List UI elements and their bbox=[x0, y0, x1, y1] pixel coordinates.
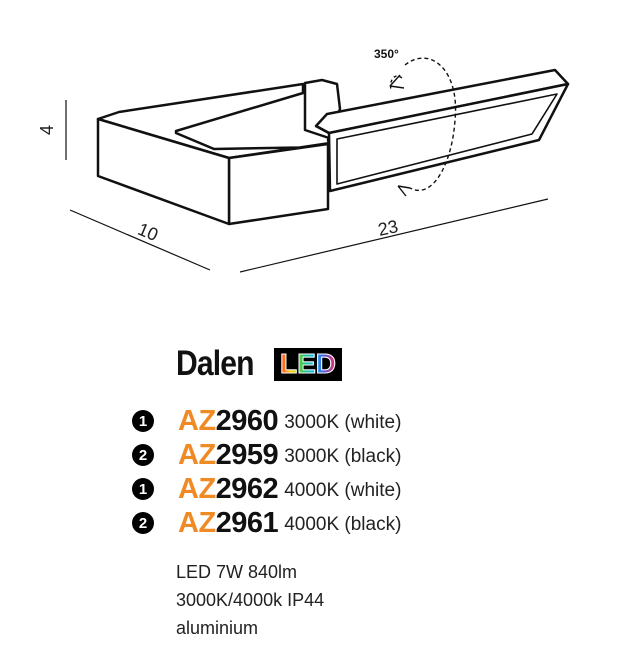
wall-mount bbox=[96, 78, 342, 226]
model-row: 1 AZ 2960 3000K (white) bbox=[132, 404, 552, 438]
rotation-label: 350° bbox=[374, 47, 399, 61]
color-marker: 1 bbox=[132, 410, 154, 432]
depth-dimension bbox=[69, 209, 211, 271]
model-variant: 4000K (white) bbox=[284, 480, 402, 501]
led-badge: LED bbox=[274, 347, 342, 381]
spec-color-temp-ip: 3000K/4000k IP44 bbox=[176, 590, 325, 610]
rotation-arrow-top bbox=[389, 74, 405, 89]
model-code-prefix: AZ bbox=[178, 438, 216, 471]
mount-side-face bbox=[96, 117, 231, 226]
model-code-number: 2962 bbox=[215, 472, 279, 505]
rotation-indicator bbox=[389, 57, 457, 197]
spec-power: LED 7W 840lm bbox=[176, 562, 298, 582]
rotation-arc bbox=[404, 57, 457, 191]
color-marker: 1 bbox=[132, 478, 154, 500]
mount-front-face bbox=[227, 142, 330, 226]
model-code-prefix: AZ bbox=[178, 506, 216, 539]
light-arm bbox=[314, 68, 570, 193]
model-row: 2 AZ 2961 4000K (black) bbox=[132, 506, 552, 540]
color-marker: 2 bbox=[132, 444, 154, 466]
model-list: 1 AZ 2960 3000K (white) 2 AZ 2959 3000K … bbox=[132, 404, 552, 540]
model-variant: 3000K (white) bbox=[284, 412, 402, 433]
model-code-prefix: AZ bbox=[178, 404, 216, 437]
width-dimension bbox=[239, 198, 549, 273]
product-name: Dalen bbox=[176, 344, 255, 383]
arm-edge bbox=[315, 124, 330, 135]
width-label: 23 bbox=[376, 216, 400, 240]
model-code-number: 2959 bbox=[215, 438, 279, 471]
led-badge-text: LED bbox=[280, 347, 337, 379]
model-row: 1 AZ 2962 4000K (white) bbox=[132, 472, 552, 506]
product-title-row: Dalen LED bbox=[176, 342, 342, 386]
arm-inner-panel bbox=[336, 93, 558, 185]
rotation-arrow-bottom bbox=[397, 185, 411, 197]
spec-material: aluminium bbox=[176, 618, 259, 638]
spec-list: LED 7W 840lm 3000K/4000k IP44 aluminium bbox=[176, 558, 324, 642]
model-variant: 3000K (black) bbox=[284, 446, 402, 467]
dimension-drawing: 350° 4 10 23 bbox=[37, 47, 570, 273]
color-marker: 2 bbox=[132, 512, 154, 534]
depth-label: 10 bbox=[135, 219, 161, 245]
rotation-arc-inner bbox=[389, 75, 403, 91]
model-variant: 4000K (black) bbox=[284, 514, 402, 535]
model-code-prefix: AZ bbox=[178, 472, 216, 505]
model-code-number: 2960 bbox=[215, 404, 279, 437]
model-row: 2 AZ 2959 3000K (black) bbox=[132, 438, 552, 472]
height-label: 4 bbox=[37, 125, 57, 135]
model-code-number: 2961 bbox=[215, 506, 279, 539]
